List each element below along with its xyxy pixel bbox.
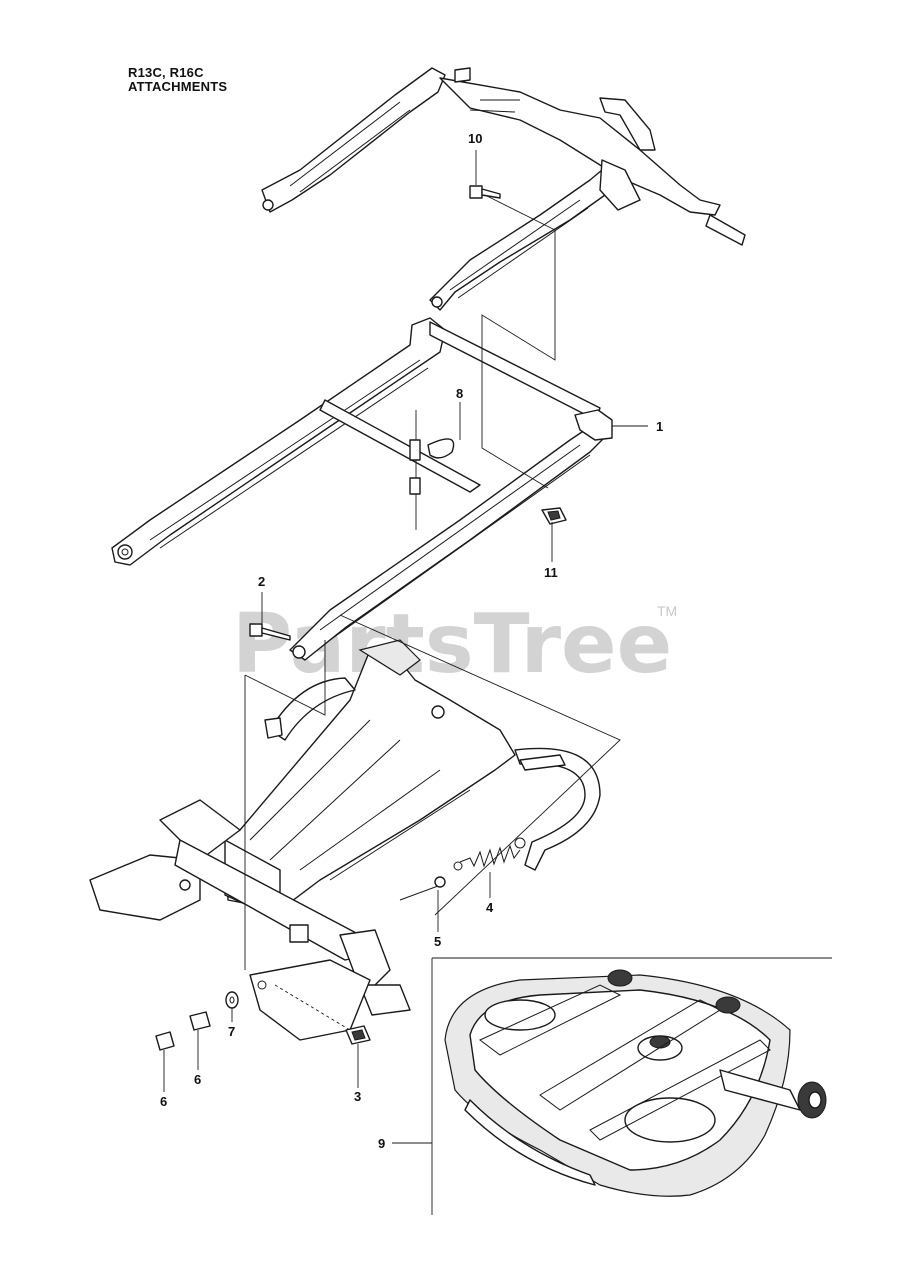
callout-labels: 1 2 3 4 5 6 6 7 8 9 10 11	[160, 131, 663, 1151]
part-10-bolt	[469, 185, 501, 199]
callout-4: 4	[486, 900, 494, 915]
callout-11: 11	[544, 565, 558, 580]
part-6-nut-upper	[189, 1011, 211, 1031]
deck-pulley-cover	[624, 1097, 716, 1143]
lower-axle-bracket	[89, 799, 411, 1041]
upper-right-arm	[429, 169, 613, 311]
callout-leaders	[163, 150, 648, 1144]
upper-left-arm	[261, 67, 446, 213]
main-mounting-bracket	[224, 639, 516, 921]
callout-7: 7	[228, 1024, 235, 1039]
callout-3: 3	[354, 1089, 361, 1104]
callout-1: 1	[656, 419, 663, 434]
frame-cross-bar	[319, 399, 481, 493]
part-6-nut-lower	[155, 1031, 175, 1051]
callout-2: 2	[258, 574, 265, 589]
explosion-lines	[244, 194, 621, 1031]
part-11-nut	[541, 507, 567, 525]
lift-handle-tube	[514, 747, 601, 871]
upper-lift-arm-assembly	[261, 67, 746, 311]
callout-8: 8	[456, 386, 463, 401]
callout-6-lower: 6	[160, 1094, 167, 1109]
part-2-bolt	[249, 623, 291, 641]
callout-10: 10	[468, 131, 482, 146]
callout-6-upper: 6	[194, 1072, 201, 1087]
diagram-title-models: R13C, R16C	[128, 65, 204, 80]
frame-rear-tube	[429, 321, 601, 421]
callout-5: 5	[434, 934, 441, 949]
part-5-eyebolt	[399, 876, 446, 901]
part-7-washer	[225, 991, 239, 1009]
callout-9: 9	[378, 1136, 385, 1151]
hardware-nuts-washers	[155, 991, 371, 1051]
part-9-mower-deck-inset	[431, 957, 832, 1215]
part-8-pin	[409, 410, 455, 530]
part-4-spring	[453, 837, 526, 871]
diagram-title-section: ATTACHMENTS	[128, 79, 228, 94]
part-1-lift-frame	[111, 317, 613, 661]
watermark-trademark: TM	[657, 603, 677, 619]
